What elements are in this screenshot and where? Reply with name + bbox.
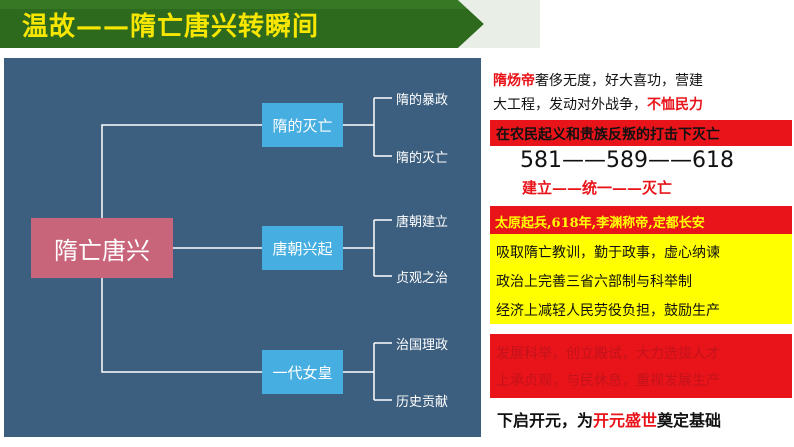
conclusion-line: 下启开元，为开元盛世奠定基础 [497,407,721,431]
conclusion-part-2: 奠定基础 [657,411,722,430]
leaf-contribution: 历史贡献 [396,394,449,410]
leaf-tang-founding: 唐朝建立 [396,214,449,230]
conclusion-part-1: 下启开元，为 [497,411,594,430]
leaf-zhenguan: 贞观之治 [396,270,449,286]
fall-line-box: 在农民起义和贵族反叛的打击下灭亡 [490,120,792,146]
timeline-years: 581——589——618 [520,148,734,173]
conclusion-highlight: 开元盛世 [593,411,658,430]
sui-desc-highlight: 不恤民力 [647,97,703,113]
root-node: 隋亡唐兴 [31,218,173,278]
empress-line-1: 发展科举，创立殿试，大力选拔人才 [496,346,720,362]
sui-emperor-name: 隋炀帝 [493,73,535,89]
empress-line-2: 上承贞观，与民休息，重视发展生产 [496,373,720,389]
zhenguan-line-3: 经济上减轻人民劳役负担，鼓励生产 [496,303,720,319]
branch-node-tang-rise: 唐朝兴起 [262,226,343,270]
zhenguan-line-1: 吸取隋亡教训，勤于政事，虚心纳谏 [496,245,720,261]
title-banner: 温故——隋亡唐兴转瞬间 [0,0,794,48]
connector-lines [101,97,392,401]
sui-desc-2: 大工程，发动对外战争， [493,97,647,113]
leaf-sui-fall: 隋的灭亡 [396,150,449,166]
empress-box: 发展科举，创立殿试，大力选拔人才 上承贞观，与民休息，重视发展生产 [490,334,792,398]
tang-founding-text: 太原起兵,618年,李渊称帝,定都长安 [495,216,705,231]
sui-emperor-box: 隋炀帝奢侈无度，好大喜功，营建 大工程，发动对外战争，不恤民力 [490,62,792,120]
branch-node-sui-fall: 隋的灭亡 [262,103,343,147]
branch-node-empress: 一代女皇 [262,350,343,394]
zhenguan-line-2: 政治上完善三省六部制与科举制 [496,274,692,290]
mind-map-panel: 隋亡唐兴 隋的灭亡 唐朝兴起 一代女皇 隋的暴政 隋的灭亡 唐朝建立 贞观之治 … [4,58,481,437]
leaf-sui-tyranny: 隋的暴政 [396,92,449,108]
leaf-governance: 治国理政 [396,337,449,353]
timeline-labels: 建立——统一——灭亡 [522,179,673,197]
zhenguan-box: 吸取隋亡教训，勤于政事，虚心纳谏 政治上完善三省六部制与科举制 经济上减轻人民劳… [490,234,792,324]
banner-title: 温故——隋亡唐兴转瞬间 [22,12,320,42]
sui-desc-1: 奢侈无度，好大喜功，营建 [535,73,703,89]
banner-shape [0,0,540,48]
fall-line-text: 在农民起义和贵族反叛的打击下灭亡 [496,127,720,143]
tang-founding-box: 太原起兵,618年,李渊称帝,定都长安 [490,206,792,234]
